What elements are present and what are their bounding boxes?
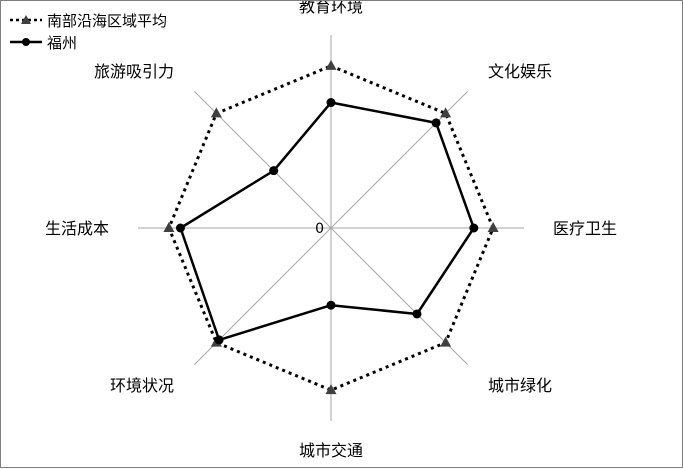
data-point-triangle [210,107,222,118]
data-point-triangle [440,107,452,118]
data-point-circle [431,118,441,128]
data-point-circle [214,335,224,345]
legend: 南部沿海区域平均 福州 [9,9,167,53]
data-point-circle [175,223,185,233]
center-tick-label: 0 [315,221,324,237]
data-point-circle [326,300,336,310]
dotted-line-triangle-icon [10,15,42,24]
data-point-circle [269,166,279,176]
data-point-triangle [325,384,337,395]
data-point-circle [326,98,336,108]
axis-label: 教育环境 [299,1,363,16]
data-point-triangle [325,59,337,70]
series-line-0 [167,64,495,392]
axis-label: 城市交通 [299,441,363,460]
data-point-circle [469,223,479,233]
data-point-triangle [163,222,175,232]
axis-label: 文化娱乐 [488,62,552,81]
data-point-triangle [487,222,499,232]
axis-label: 城市绿化 [488,376,552,395]
data-point-triangle [440,336,452,347]
axis-label: 环境状况 [110,376,174,395]
axis-label: 旅游吸引力 [94,62,174,81]
data-point-circle [412,309,422,319]
axis-label: 医疗卫生 [553,219,617,238]
legend-item-fuzhou: 福州 [9,31,167,53]
axis-label: 生活成本 [45,219,109,238]
legend-item-regional-average: 南部沿海区域平均 [9,9,167,31]
legend-label: 福州 [47,33,78,52]
legend-label: 南部沿海区域平均 [47,11,168,30]
solid-line-circle-icon [10,38,42,46]
